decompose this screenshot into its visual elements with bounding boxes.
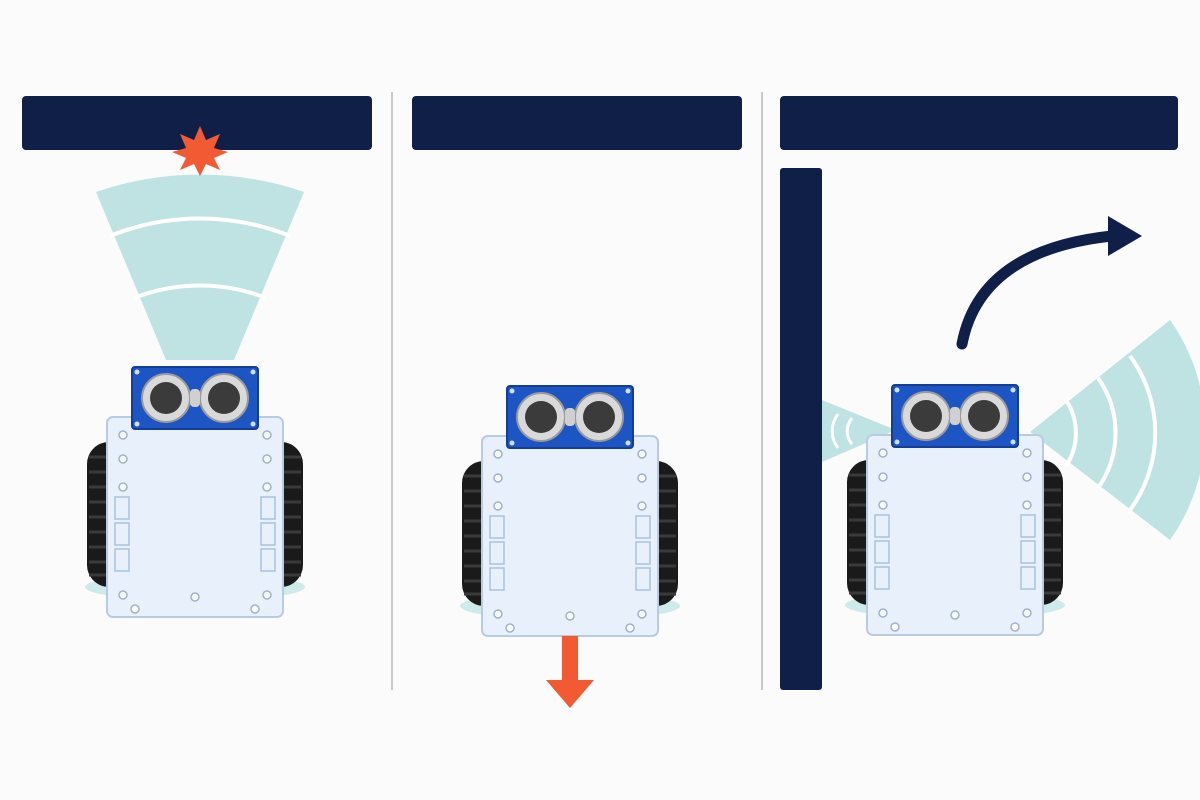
sonar-wave [845,417,854,445]
side-wall [780,168,822,690]
sonar-wave [109,216,291,238]
impact-burst-icon [172,126,228,176]
sonar-beam-left [822,400,896,462]
down-arrow-icon [546,636,594,708]
sonar-wave [133,283,267,300]
turn-arrow-icon [956,216,1142,350]
sonar-beam-forward [96,174,304,360]
front-wall [412,96,742,150]
sonar-wave [830,413,840,449]
front-wall [780,96,1178,150]
sonar-wave [1128,354,1158,512]
robot-car-icon [843,383,1067,637]
robot-car-icon [458,384,682,638]
panel-scan-and-turn [780,96,1200,690]
robot-car-icon [83,365,307,619]
front-wall [22,96,372,150]
sonar-wave [1064,398,1078,468]
sonar-wave [1096,376,1118,490]
panel-obstacle-ahead [22,96,372,619]
panel-reverse [412,96,742,708]
